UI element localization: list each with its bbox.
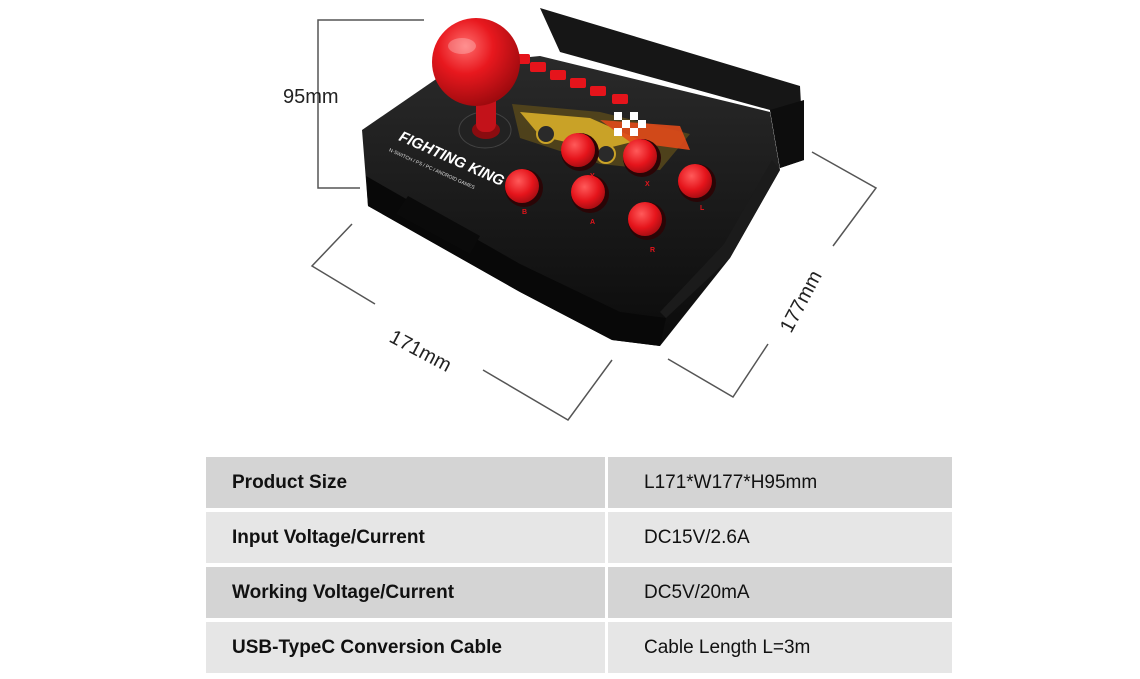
button-label-x: X bbox=[645, 181, 650, 188]
button-label-a: A bbox=[590, 219, 595, 226]
spec-label: USB-TypeC Conversion Cable bbox=[206, 622, 605, 673]
function-button-3[interactable] bbox=[550, 70, 566, 80]
spec-value: DC5V/20mA bbox=[605, 567, 952, 618]
joystick-ball[interactable] bbox=[432, 18, 520, 106]
button-label-y: Y bbox=[590, 173, 595, 180]
product-illustration: FIGHTING KING N-SWITCH / PS / PC / ANDRO… bbox=[283, 8, 878, 421]
action-buttons bbox=[505, 133, 716, 240]
table-row: Working Voltage/Current DC5V/20mA bbox=[206, 567, 952, 618]
spec-value: DC15V/2.6A bbox=[605, 512, 952, 563]
function-button-4[interactable] bbox=[570, 78, 586, 88]
action-button-3 bbox=[678, 164, 716, 202]
button-label-b: B bbox=[522, 209, 527, 216]
table-row: Product Size L171*W177*H95mm bbox=[206, 457, 952, 508]
joystick[interactable] bbox=[432, 18, 520, 149]
arcade-stick-drawing: FIGHTING KING N-SWITCH / PS / PC / ANDRO… bbox=[310, 8, 878, 421]
action-button-2 bbox=[623, 139, 661, 177]
button-label-l: L bbox=[700, 205, 705, 212]
spec-table: Product Size L171*W177*H95mm Input Volta… bbox=[206, 453, 952, 677]
function-button-6[interactable] bbox=[612, 94, 628, 104]
table-row: Input Voltage/Current DC15V/2.6A bbox=[206, 512, 952, 563]
function-button-2[interactable] bbox=[530, 62, 546, 72]
dimension-width-line bbox=[667, 151, 878, 399]
table-row: USB-TypeC Conversion Cable Cable Length … bbox=[206, 622, 952, 673]
spec-label: Working Voltage/Current bbox=[206, 567, 605, 618]
spec-label: Product Size bbox=[206, 457, 605, 508]
function-button-5[interactable] bbox=[590, 86, 606, 96]
spec-value: Cable Length L=3m bbox=[605, 622, 952, 673]
button-label-r: R bbox=[650, 247, 655, 254]
action-button-1 bbox=[561, 133, 599, 171]
height-dimension-label: 95mm bbox=[283, 86, 339, 108]
spec-label: Input Voltage/Current bbox=[206, 512, 605, 563]
spec-value: L171*W177*H95mm bbox=[605, 457, 952, 508]
action-button-6 bbox=[628, 202, 666, 240]
controller-body bbox=[362, 56, 780, 346]
dimension-height-line bbox=[317, 19, 424, 189]
action-button-4 bbox=[505, 169, 543, 207]
action-button-5 bbox=[571, 175, 609, 213]
dimension-length-line bbox=[310, 223, 613, 421]
